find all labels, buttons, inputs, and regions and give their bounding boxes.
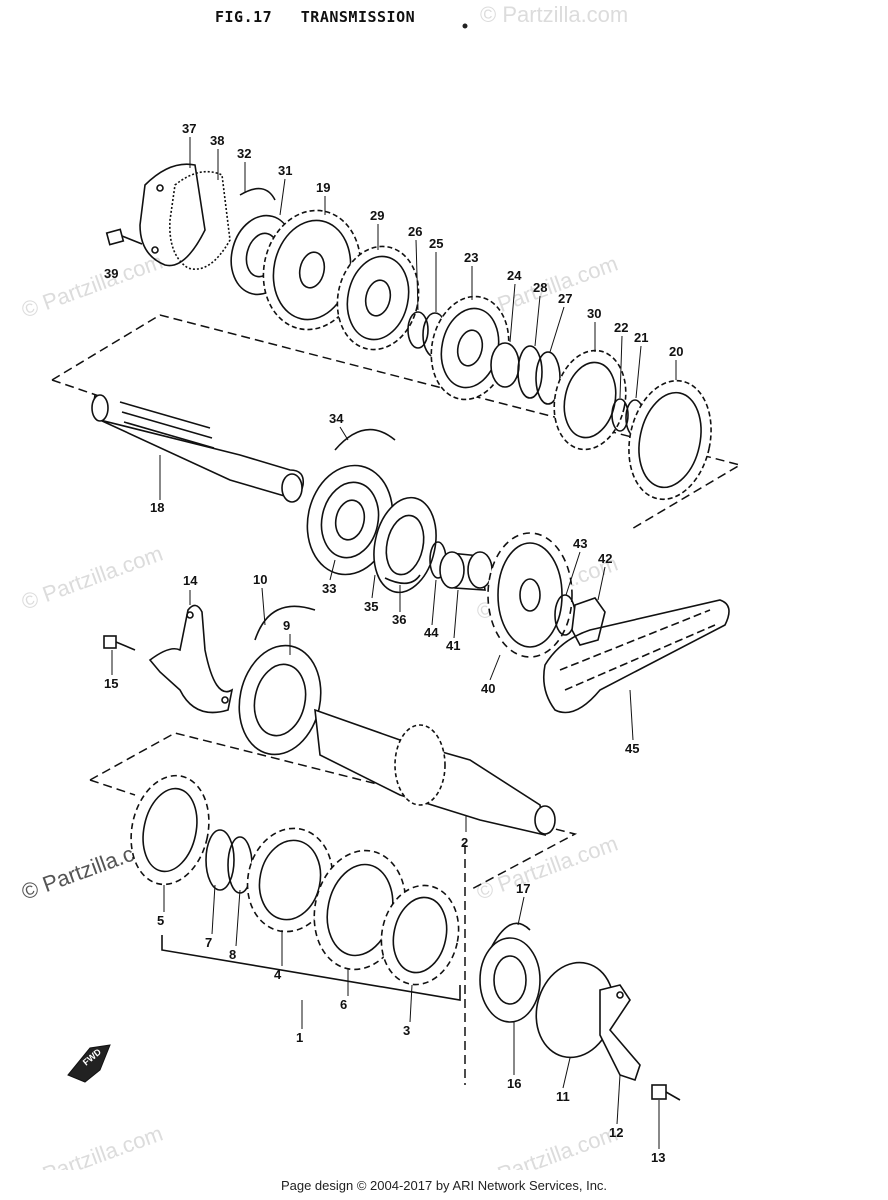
callout-33: 33 bbox=[322, 581, 336, 596]
callout-39: 39 bbox=[104, 266, 118, 281]
bearing-cover-parts bbox=[479, 922, 681, 1101]
watermark-9: © Partzilla.com bbox=[473, 1121, 621, 1170]
callout-45: 45 bbox=[625, 741, 639, 756]
footer-copyright: Page design © 2004-2017 by ARI Network S… bbox=[280, 1178, 608, 1193]
callout-18: 18 bbox=[150, 500, 164, 515]
transmission-exploded-diagram: © Partzilla.com © Partzilla.com © Partzi… bbox=[18, 2, 742, 1170]
callout-37: 37 bbox=[182, 121, 196, 136]
callout-25: 25 bbox=[429, 236, 443, 251]
callout-24: 24 bbox=[507, 268, 522, 283]
callout-40: 40 bbox=[481, 681, 495, 696]
countershaft-gears bbox=[105, 163, 712, 501]
callout-3: 3 bbox=[403, 1023, 410, 1038]
callout-7: 7 bbox=[205, 935, 212, 950]
callout-numbers: 37 38 32 31 19 29 26 25 23 24 28 27 30 2… bbox=[104, 121, 683, 1165]
callout-15: 15 bbox=[104, 676, 118, 691]
callout-14: 14 bbox=[183, 573, 198, 588]
callout-44: 44 bbox=[424, 625, 439, 640]
callout-42: 42 bbox=[598, 551, 612, 566]
title-dot bbox=[462, 23, 468, 29]
callout-31: 31 bbox=[278, 163, 292, 178]
callout-28: 28 bbox=[533, 280, 547, 295]
callout-19: 19 bbox=[316, 180, 330, 195]
callout-6: 6 bbox=[340, 997, 347, 1012]
callout-27: 27 bbox=[558, 291, 572, 306]
callout-32: 32 bbox=[237, 146, 251, 161]
mainshaft-2 bbox=[238, 605, 556, 837]
callout-30: 30 bbox=[587, 306, 601, 321]
callout-29: 29 bbox=[370, 208, 384, 223]
callout-16: 16 bbox=[507, 1076, 521, 1091]
watermark-4: © Partzilla.com bbox=[18, 541, 166, 615]
mainshaft-gears bbox=[130, 774, 460, 986]
callout-26: 26 bbox=[408, 224, 422, 239]
countershaft-18 bbox=[91, 394, 305, 503]
leader-lines bbox=[111, 137, 677, 1149]
assembly-1-bracket bbox=[161, 935, 461, 1001]
watermark-2: © Partzilla.com bbox=[18, 249, 166, 323]
callout-38: 38 bbox=[210, 133, 224, 148]
callout-36: 36 bbox=[392, 612, 406, 627]
figure-title: FIG.17 TRANSMISSION bbox=[215, 8, 416, 26]
callout-20: 20 bbox=[669, 344, 683, 359]
callout-12: 12 bbox=[609, 1125, 623, 1140]
watermark-7: © Partzilla.com bbox=[473, 831, 621, 905]
callout-41: 41 bbox=[446, 638, 460, 653]
callout-4: 4 bbox=[274, 967, 282, 982]
forward-arrow-icon: FWD bbox=[67, 1044, 111, 1083]
callout-43: 43 bbox=[573, 536, 587, 551]
bracket-14 bbox=[103, 604, 234, 714]
callout-34: 34 bbox=[329, 411, 344, 426]
callout-9: 9 bbox=[283, 618, 290, 633]
callout-11: 11 bbox=[556, 1089, 570, 1104]
callout-23: 23 bbox=[464, 250, 478, 265]
callout-17: 17 bbox=[516, 881, 530, 896]
watermark-8: © Partzilla.com bbox=[18, 1121, 166, 1170]
callout-8: 8 bbox=[229, 947, 236, 962]
callout-13: 13 bbox=[651, 1150, 665, 1165]
callout-10: 10 bbox=[253, 572, 267, 587]
callout-22: 22 bbox=[614, 320, 628, 335]
callout-5: 5 bbox=[157, 913, 164, 928]
callout-1: 1 bbox=[296, 1030, 303, 1045]
callout-21: 21 bbox=[634, 330, 648, 345]
drive-side-parts bbox=[306, 428, 730, 714]
watermark-1: © Partzilla.com bbox=[480, 2, 628, 27]
callout-2: 2 bbox=[461, 835, 468, 850]
callout-35: 35 bbox=[364, 599, 378, 614]
